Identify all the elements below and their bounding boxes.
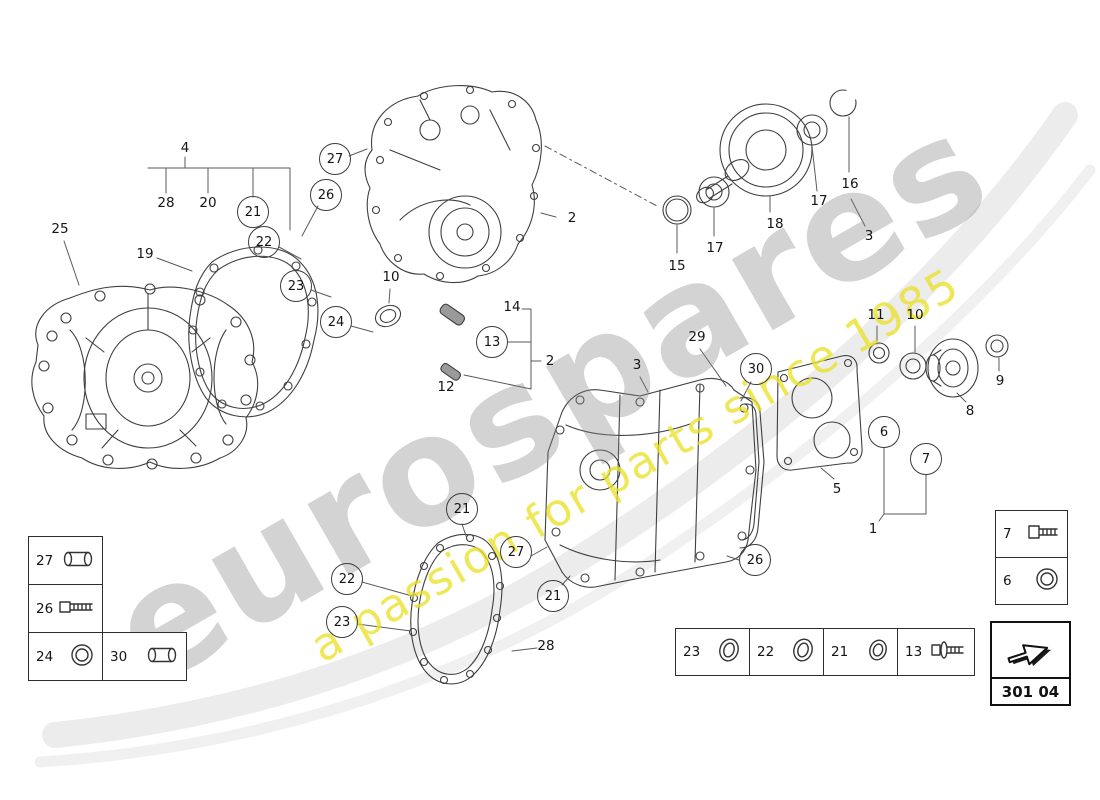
legend-cell-22: 22	[749, 628, 824, 676]
callout-circle-23b: 23	[326, 606, 358, 638]
gasket-plate-drawing	[776, 355, 863, 471]
callout-8: 8	[965, 403, 975, 419]
lower-cover-gasket-drawing	[408, 533, 505, 685]
callout-1: 1	[868, 521, 878, 537]
clutch-housing-drawing	[364, 85, 542, 284]
callout-circle-21: 21	[237, 196, 269, 228]
callout-5: 5	[832, 481, 842, 497]
legend-label-6: 6	[1003, 573, 1012, 589]
legend-cell-7: 7	[995, 510, 1068, 558]
callout-circle-26: 26	[310, 179, 342, 211]
legend-cell-23: 23	[675, 628, 750, 676]
callout-29: 29	[688, 329, 706, 345]
callout-circle-21b: 21	[446, 493, 478, 525]
legend-cell-13: 13	[897, 628, 975, 676]
callout-17: 17	[706, 240, 724, 256]
output-flange-assembly-drawing	[868, 334, 1009, 398]
callout-28b: 28	[537, 638, 555, 654]
callout-19: 19	[136, 246, 154, 262]
callout-circle-21c: 21	[537, 580, 569, 612]
legend-cell-24: 24	[28, 632, 103, 681]
direction-arrow-icon	[992, 623, 1069, 679]
callout-17b: 17	[810, 193, 828, 209]
callout-circle-22b: 22	[331, 563, 363, 595]
legend-label-23: 23	[683, 644, 701, 660]
callout-circle-13: 13	[476, 326, 508, 358]
dowel-pin-icon	[145, 646, 179, 668]
leader-lines	[63, 116, 1000, 652]
callout-circle-24: 24	[320, 306, 352, 338]
callout-10b: 10	[906, 307, 924, 323]
callout-3b: 3	[864, 228, 874, 244]
callout-circle-6: 6	[868, 416, 900, 448]
hex-bolt-icon	[1026, 522, 1060, 546]
page-code: 301 04	[1001, 682, 1060, 701]
callout-9: 9	[995, 373, 1005, 389]
legend-cell-21: 21	[823, 628, 898, 676]
callout-circle-27: 27	[319, 143, 351, 175]
legend-label-27: 27	[36, 552, 54, 569]
small-parts-drawing	[374, 303, 466, 381]
callout-circle-22: 22	[248, 226, 280, 258]
callout-4: 4	[180, 140, 190, 156]
seal-ring-icon	[866, 638, 890, 666]
callout-circle-23: 23	[280, 270, 312, 302]
legend-label-7: 7	[1003, 526, 1012, 542]
legend-cell-6: 6	[995, 557, 1068, 605]
legend-label-26: 26	[36, 600, 54, 617]
callout-16: 16	[841, 176, 859, 192]
legend-label-22: 22	[757, 644, 775, 660]
converter-bearing-assembly-drawing	[662, 89, 857, 225]
legend-label-30: 30	[110, 648, 128, 665]
callout-circle-26b: 26	[739, 544, 771, 576]
callout-11: 11	[867, 307, 885, 323]
legend-cell-26: 26	[28, 584, 103, 633]
callout-20: 20	[199, 195, 217, 211]
seal-ring-icon	[790, 637, 816, 667]
callout-2: 2	[567, 210, 577, 226]
callout-12: 12	[437, 379, 455, 395]
callout-circle-30: 30	[740, 353, 772, 385]
callout-14: 14	[503, 299, 521, 315]
page-code-badge: 301 04	[990, 621, 1071, 706]
callout-2b: 2	[545, 353, 555, 369]
legend-cell-30: 30	[102, 632, 187, 681]
seal-washer-icon	[1034, 566, 1060, 596]
seal-ring-icon	[716, 637, 742, 667]
callout-28: 28	[157, 195, 175, 211]
callout-18: 18	[766, 216, 784, 232]
hex-bolt-icon	[57, 598, 95, 620]
dowel-pin-icon	[61, 550, 95, 572]
seal-washer-icon	[69, 642, 95, 672]
callout-10: 10	[382, 269, 400, 285]
gearbox-side-casing-drawing	[31, 283, 259, 470]
legend-label-24: 24	[36, 648, 54, 665]
legend-label-13: 13	[905, 644, 923, 660]
callout-3: 3	[632, 357, 642, 373]
main-gearbox-housing-drawing	[544, 377, 765, 588]
callout-25: 25	[51, 221, 69, 237]
callout-circle-7: 7	[910, 443, 942, 475]
callout-circle-27b: 27	[500, 536, 532, 568]
callout-15: 15	[668, 258, 686, 274]
legend-label-21: 21	[831, 644, 849, 660]
bolt-washer-icon	[929, 640, 967, 664]
legend-cell-27: 27	[28, 536, 103, 585]
